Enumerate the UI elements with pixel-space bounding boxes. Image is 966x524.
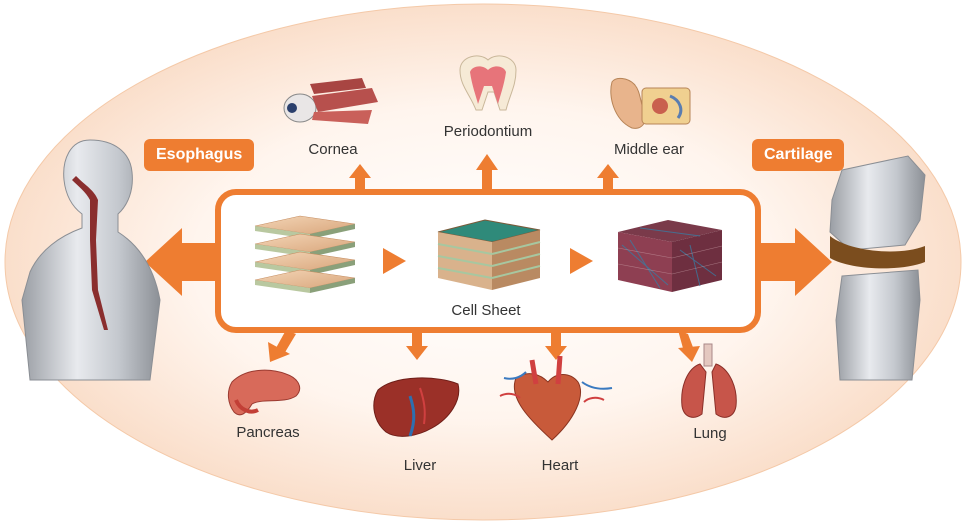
stacked-cell-sheets-image bbox=[438, 220, 540, 290]
label-heart: Heart bbox=[542, 457, 579, 474]
label-cornea: Cornea bbox=[308, 141, 357, 158]
label-periodontium: Periodontium bbox=[444, 123, 532, 140]
label-lung: Lung bbox=[693, 425, 726, 442]
label-liver: Liver bbox=[404, 457, 437, 474]
label-cell-sheet: Cell Sheet bbox=[451, 302, 520, 319]
esophagus-tag: Esophagus bbox=[144, 139, 254, 171]
tissue-construct-image bbox=[618, 220, 722, 292]
label-pancreas: Pancreas bbox=[236, 424, 299, 441]
cartilage-tag: Cartilage bbox=[752, 139, 844, 171]
label-middle-ear: Middle ear bbox=[614, 141, 684, 158]
